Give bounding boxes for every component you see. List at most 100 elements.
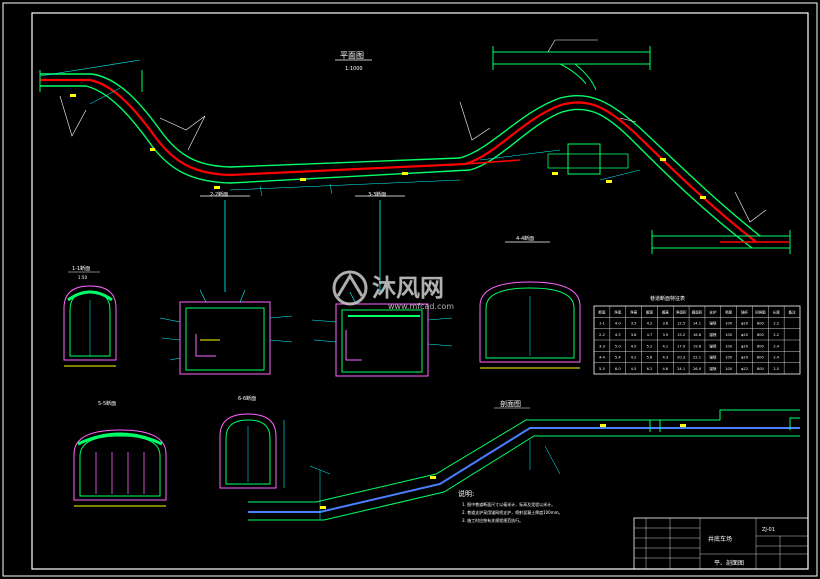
table-cell: φ20 <box>741 322 749 326</box>
table-cell: 4.5 <box>615 333 621 337</box>
table-cell: 4.5 <box>631 367 637 371</box>
table-cell: 3.9 <box>662 333 668 337</box>
table-cell: 3-3 <box>599 344 605 348</box>
tunnel-branch-red <box>464 159 521 165</box>
table-cell: 2.2 <box>773 322 779 326</box>
longitudinal-profile: 剖面图 <box>248 399 800 521</box>
watermark-logo-icon <box>332 270 368 306</box>
table-title: 巷道断面特征表 <box>650 295 685 302</box>
table-cell: 12.5 <box>677 322 685 326</box>
table-cell: 20.3 <box>677 356 685 360</box>
table-cell: 5.0 <box>615 344 621 348</box>
table-header-cell: 喷厚 <box>725 309 733 314</box>
watermark: 沐风网 www.mfcad.com <box>332 270 454 311</box>
table-cell: 24.1 <box>677 367 685 371</box>
table-cell: 锚喷 <box>709 321 717 326</box>
table-cell: 锚喷 <box>709 355 717 360</box>
table-header-cell: 掘高 <box>662 309 670 314</box>
table-cell: 3.5 <box>631 322 637 326</box>
profile-incline <box>248 427 800 513</box>
table-cell: 800 <box>757 344 765 348</box>
table-cell: 5.2 <box>647 344 653 348</box>
title-block: 井底车场 ZJ-01 平、剖面图 <box>633 517 809 570</box>
table-cell: 2.5 <box>773 367 779 371</box>
section-6-title: 6-6断面 <box>238 395 256 402</box>
watermark-url: www.mfcad.com <box>388 302 454 311</box>
watermark-brand: 沐风网 <box>372 274 444 302</box>
table-cell: 100 <box>725 367 733 371</box>
table-cell: φ20 <box>741 344 749 348</box>
table-cell: 17.9 <box>677 344 686 348</box>
table-cell: 4.1 <box>662 344 668 348</box>
table-cell: 4.0 <box>631 344 637 348</box>
section-3-3: 3-3断面 <box>311 191 453 377</box>
table-cell: 100 <box>725 322 733 326</box>
table-header-cell: 净宽 <box>614 309 622 314</box>
section-5-5: 5-5断面 <box>73 400 167 507</box>
table-cell: 4.0 <box>615 322 621 326</box>
section-5-title: 5-5断面 <box>98 400 116 407</box>
upper-branch <box>492 46 651 70</box>
table-cell: 4-4 <box>599 356 606 360</box>
table-cell: 2.4 <box>773 356 779 360</box>
section-1-title: 1-1断面 <box>72 265 90 272</box>
table-header-cell: 净高 <box>630 309 638 314</box>
inner-frame <box>31 12 809 570</box>
chamber-outline <box>567 143 601 175</box>
table-cell: 4.6 <box>662 367 668 371</box>
table-cell: 锚喷 <box>709 343 717 348</box>
tunnel-wall-lower <box>40 85 753 249</box>
table-cell: 锚喷 <box>709 366 717 371</box>
table-cell: 锚喷 <box>709 332 717 337</box>
section-1-1: 1-1断面 1:50 <box>63 265 117 367</box>
table-cell: 100 <box>725 356 733 360</box>
title-drawing-no: ZJ-01 <box>762 527 775 533</box>
table-header-cell: 间排距 <box>755 309 766 314</box>
section-4-title: 4-4断面 <box>516 235 534 242</box>
note-1: 1. 图中巷道断面尺寸以毫米计，标高及里程以米计。 <box>462 501 555 507</box>
table-cell: 100 <box>725 333 733 337</box>
table-cell: 6.2 <box>647 367 653 371</box>
table-cell: 5.6 <box>647 356 653 360</box>
section-4-4: 4-4断面 <box>479 235 581 369</box>
table-cell: 800 <box>757 333 765 337</box>
table-cell: 22.1 <box>693 356 701 360</box>
section-6-6: 6-6断面 <box>219 395 285 489</box>
tunnel-centerline <box>40 78 757 243</box>
table-cell: 19.6 <box>693 344 702 348</box>
table-cell: 800 <box>757 322 765 326</box>
table-cell: 4.2 <box>647 322 653 326</box>
table-cell: 3.8 <box>631 333 637 337</box>
table-cell: 2.4 <box>773 344 779 348</box>
table-cell: 26.0 <box>693 367 702 371</box>
table-header-cell: 长度 <box>773 309 781 314</box>
table-cell: 100 <box>725 344 733 348</box>
section-2-2: 2-2断面 <box>159 191 293 375</box>
note-3: 3. 施工时应按有关规程规范执行。 <box>462 517 523 523</box>
section-2-title: 2-2断面 <box>210 191 228 198</box>
notes-block: 说明: 1. 图中巷道断面尺寸以毫米计，标高及里程以米计。 2. 巷道支护采用锚… <box>458 489 563 523</box>
table-cell: 800 <box>757 367 765 371</box>
table-cell: 2.2 <box>773 333 779 337</box>
table-header-cell: 掘宽 <box>646 309 654 314</box>
svg-text:1:50: 1:50 <box>78 275 87 280</box>
table-header-cell: 锚杆 <box>741 309 749 314</box>
table-header-cell: 掘面积 <box>692 309 703 314</box>
table-cell: 14.1 <box>693 322 701 326</box>
table-cell: 3.6 <box>662 322 668 326</box>
table-cell: 16.8 <box>693 333 702 337</box>
tunnel-wall-upper <box>40 73 761 237</box>
table-cell: 800 <box>757 356 765 360</box>
table-header-cell: 支护 <box>709 309 717 314</box>
title-project: 井底车场 <box>708 535 732 543</box>
profile-title: 剖面图 <box>500 399 521 408</box>
table-cell: φ22 <box>741 367 748 371</box>
table-cell: 6.0 <box>615 367 621 371</box>
table-header-cell: 净面积 <box>676 309 687 314</box>
plan-title: 平面图 <box>340 51 364 60</box>
upper-branch-link <box>559 63 597 91</box>
section-characteristics-table: 巷道断面特征表 断面净宽净高掘宽掘高净面积掘面积支护喷厚锚杆间排距长度备注1-1… <box>593 295 801 375</box>
table-cell: 1-1 <box>599 322 605 326</box>
plan-scale: 1:1000 <box>345 66 363 72</box>
